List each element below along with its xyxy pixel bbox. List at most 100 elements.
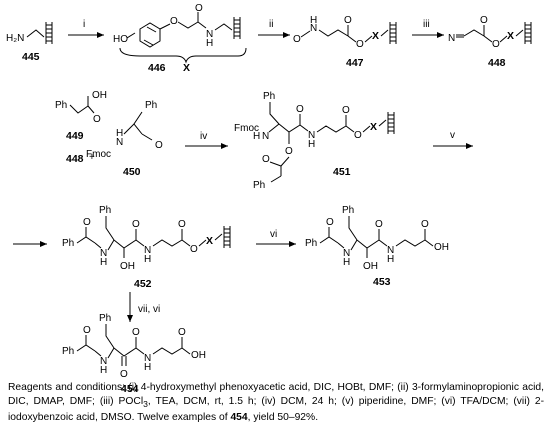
svg-text:N: N bbox=[206, 29, 213, 40]
compound-448-structure: N O O X bbox=[448, 15, 532, 50]
svg-text:O: O bbox=[356, 39, 364, 50]
condition-i: i bbox=[83, 19, 85, 30]
label-449: 449 bbox=[66, 130, 84, 142]
svg-text:H: H bbox=[206, 38, 213, 49]
svg-text:Ph: Ph bbox=[62, 238, 74, 249]
label-446: 446 bbox=[148, 62, 166, 74]
svg-text:N: N bbox=[262, 131, 269, 142]
svg-text:O: O bbox=[344, 15, 352, 26]
svg-text:O: O bbox=[480, 15, 488, 26]
group-x-label: X bbox=[183, 62, 190, 74]
condition-ii: ii bbox=[269, 19, 273, 30]
svg-text:O: O bbox=[375, 219, 383, 230]
plus-sign: + bbox=[89, 152, 95, 163]
svg-text:O: O bbox=[296, 104, 304, 115]
svg-text:H: H bbox=[144, 362, 151, 373]
svg-text:H: H bbox=[310, 15, 317, 26]
svg-text:O: O bbox=[195, 3, 203, 14]
svg-text:Ph: Ph bbox=[55, 100, 67, 111]
svg-text:N: N bbox=[144, 353, 151, 364]
svg-text:N: N bbox=[100, 248, 107, 259]
compound-446-structure: HO O O N H bbox=[113, 3, 247, 64]
svg-text:N: N bbox=[387, 245, 394, 256]
svg-text:H: H bbox=[100, 257, 107, 268]
svg-text:O: O bbox=[262, 154, 270, 165]
svg-text:H: H bbox=[387, 254, 394, 265]
svg-text:X: X bbox=[372, 30, 379, 42]
label-448: 448 bbox=[488, 57, 506, 69]
svg-text:N: N bbox=[448, 33, 455, 44]
svg-text:N: N bbox=[310, 23, 317, 34]
label-454: 454 bbox=[121, 383, 139, 395]
svg-text:Ph: Ph bbox=[263, 91, 275, 102]
svg-text:O: O bbox=[293, 34, 301, 45]
label-450: 450 bbox=[123, 166, 141, 178]
condition-vi: vi bbox=[270, 229, 277, 240]
svg-text:Fmoc: Fmoc bbox=[86, 149, 111, 160]
svg-text:H: H bbox=[253, 131, 260, 142]
svg-text:O: O bbox=[178, 219, 186, 230]
svg-text:N: N bbox=[308, 130, 315, 141]
svg-text:O: O bbox=[132, 327, 140, 338]
condition-vii-vi: vii, vi bbox=[138, 304, 160, 315]
svg-text:H: H bbox=[116, 128, 123, 139]
condition-iv: iv bbox=[200, 131, 207, 142]
h2n-label: H₂N bbox=[6, 33, 24, 44]
svg-text:X: X bbox=[206, 235, 213, 247]
svg-text:X: X bbox=[507, 30, 514, 42]
svg-text:OH: OH bbox=[363, 261, 378, 272]
svg-text:H: H bbox=[100, 365, 107, 376]
compound-445-structure: H₂N bbox=[6, 21, 53, 45]
svg-text:H: H bbox=[343, 257, 350, 268]
svg-text:Ph: Ph bbox=[145, 100, 157, 111]
svg-text:O: O bbox=[492, 39, 500, 50]
svg-text:O: O bbox=[120, 369, 128, 380]
condition-iii: iii bbox=[423, 19, 430, 30]
svg-text:Ph: Ph bbox=[62, 346, 74, 357]
svg-text:O: O bbox=[132, 219, 140, 230]
svg-text:O: O bbox=[190, 244, 198, 255]
compound-449-structure: Ph OH O bbox=[55, 90, 107, 125]
svg-text:H: H bbox=[144, 254, 151, 265]
label-452: 452 bbox=[134, 278, 152, 290]
svg-text:Ph: Ph bbox=[305, 238, 317, 249]
reaction-conditions-caption: Reagents and conditions: (i) 4-hydroxyme… bbox=[8, 382, 544, 424]
condition-v: v bbox=[450, 130, 455, 141]
label-453: 453 bbox=[373, 276, 391, 288]
svg-text:Fmoc: Fmoc bbox=[234, 123, 259, 134]
label-447: 447 bbox=[346, 57, 364, 69]
svg-text:OH: OH bbox=[92, 90, 107, 101]
svg-text:X: X bbox=[370, 121, 377, 133]
svg-text:O: O bbox=[326, 217, 334, 228]
svg-text:O: O bbox=[93, 114, 101, 125]
svg-text:O: O bbox=[354, 130, 362, 141]
svg-text:H: H bbox=[308, 139, 315, 150]
compound-454-structure: Ph Ph O N H O O N H O OH bbox=[62, 313, 206, 380]
svg-text:O: O bbox=[178, 327, 186, 338]
compound-447-structure: O N H O O X bbox=[293, 15, 397, 50]
compound-450-structure: Ph O N H Fmoc bbox=[86, 100, 163, 160]
svg-text:O: O bbox=[421, 219, 429, 230]
label-451: 451 bbox=[333, 166, 351, 178]
svg-text:HO: HO bbox=[113, 34, 128, 45]
compound-453-structure: Ph Ph O N H OH O N H O OH bbox=[305, 205, 449, 272]
label-445: 445 bbox=[22, 51, 40, 63]
svg-text:O: O bbox=[342, 105, 350, 116]
svg-text:N: N bbox=[116, 137, 123, 148]
svg-text:Ph: Ph bbox=[99, 205, 111, 216]
svg-text:N: N bbox=[144, 245, 151, 256]
svg-text:O: O bbox=[170, 16, 178, 27]
svg-text:N: N bbox=[343, 248, 350, 259]
compound-452-structure: Ph Ph O N H OH O N H O O X bbox=[62, 205, 231, 272]
label-448-reactant: 448 bbox=[66, 153, 84, 165]
svg-text:O: O bbox=[83, 217, 91, 228]
svg-text:O: O bbox=[83, 325, 91, 336]
svg-text:Ph: Ph bbox=[342, 205, 354, 216]
svg-text:O: O bbox=[285, 146, 293, 157]
svg-text:OH: OH bbox=[434, 242, 449, 253]
svg-text:OH: OH bbox=[191, 350, 206, 361]
svg-text:N: N bbox=[100, 356, 107, 367]
svg-text:Ph: Ph bbox=[253, 180, 265, 191]
svg-text:OH: OH bbox=[120, 261, 135, 272]
